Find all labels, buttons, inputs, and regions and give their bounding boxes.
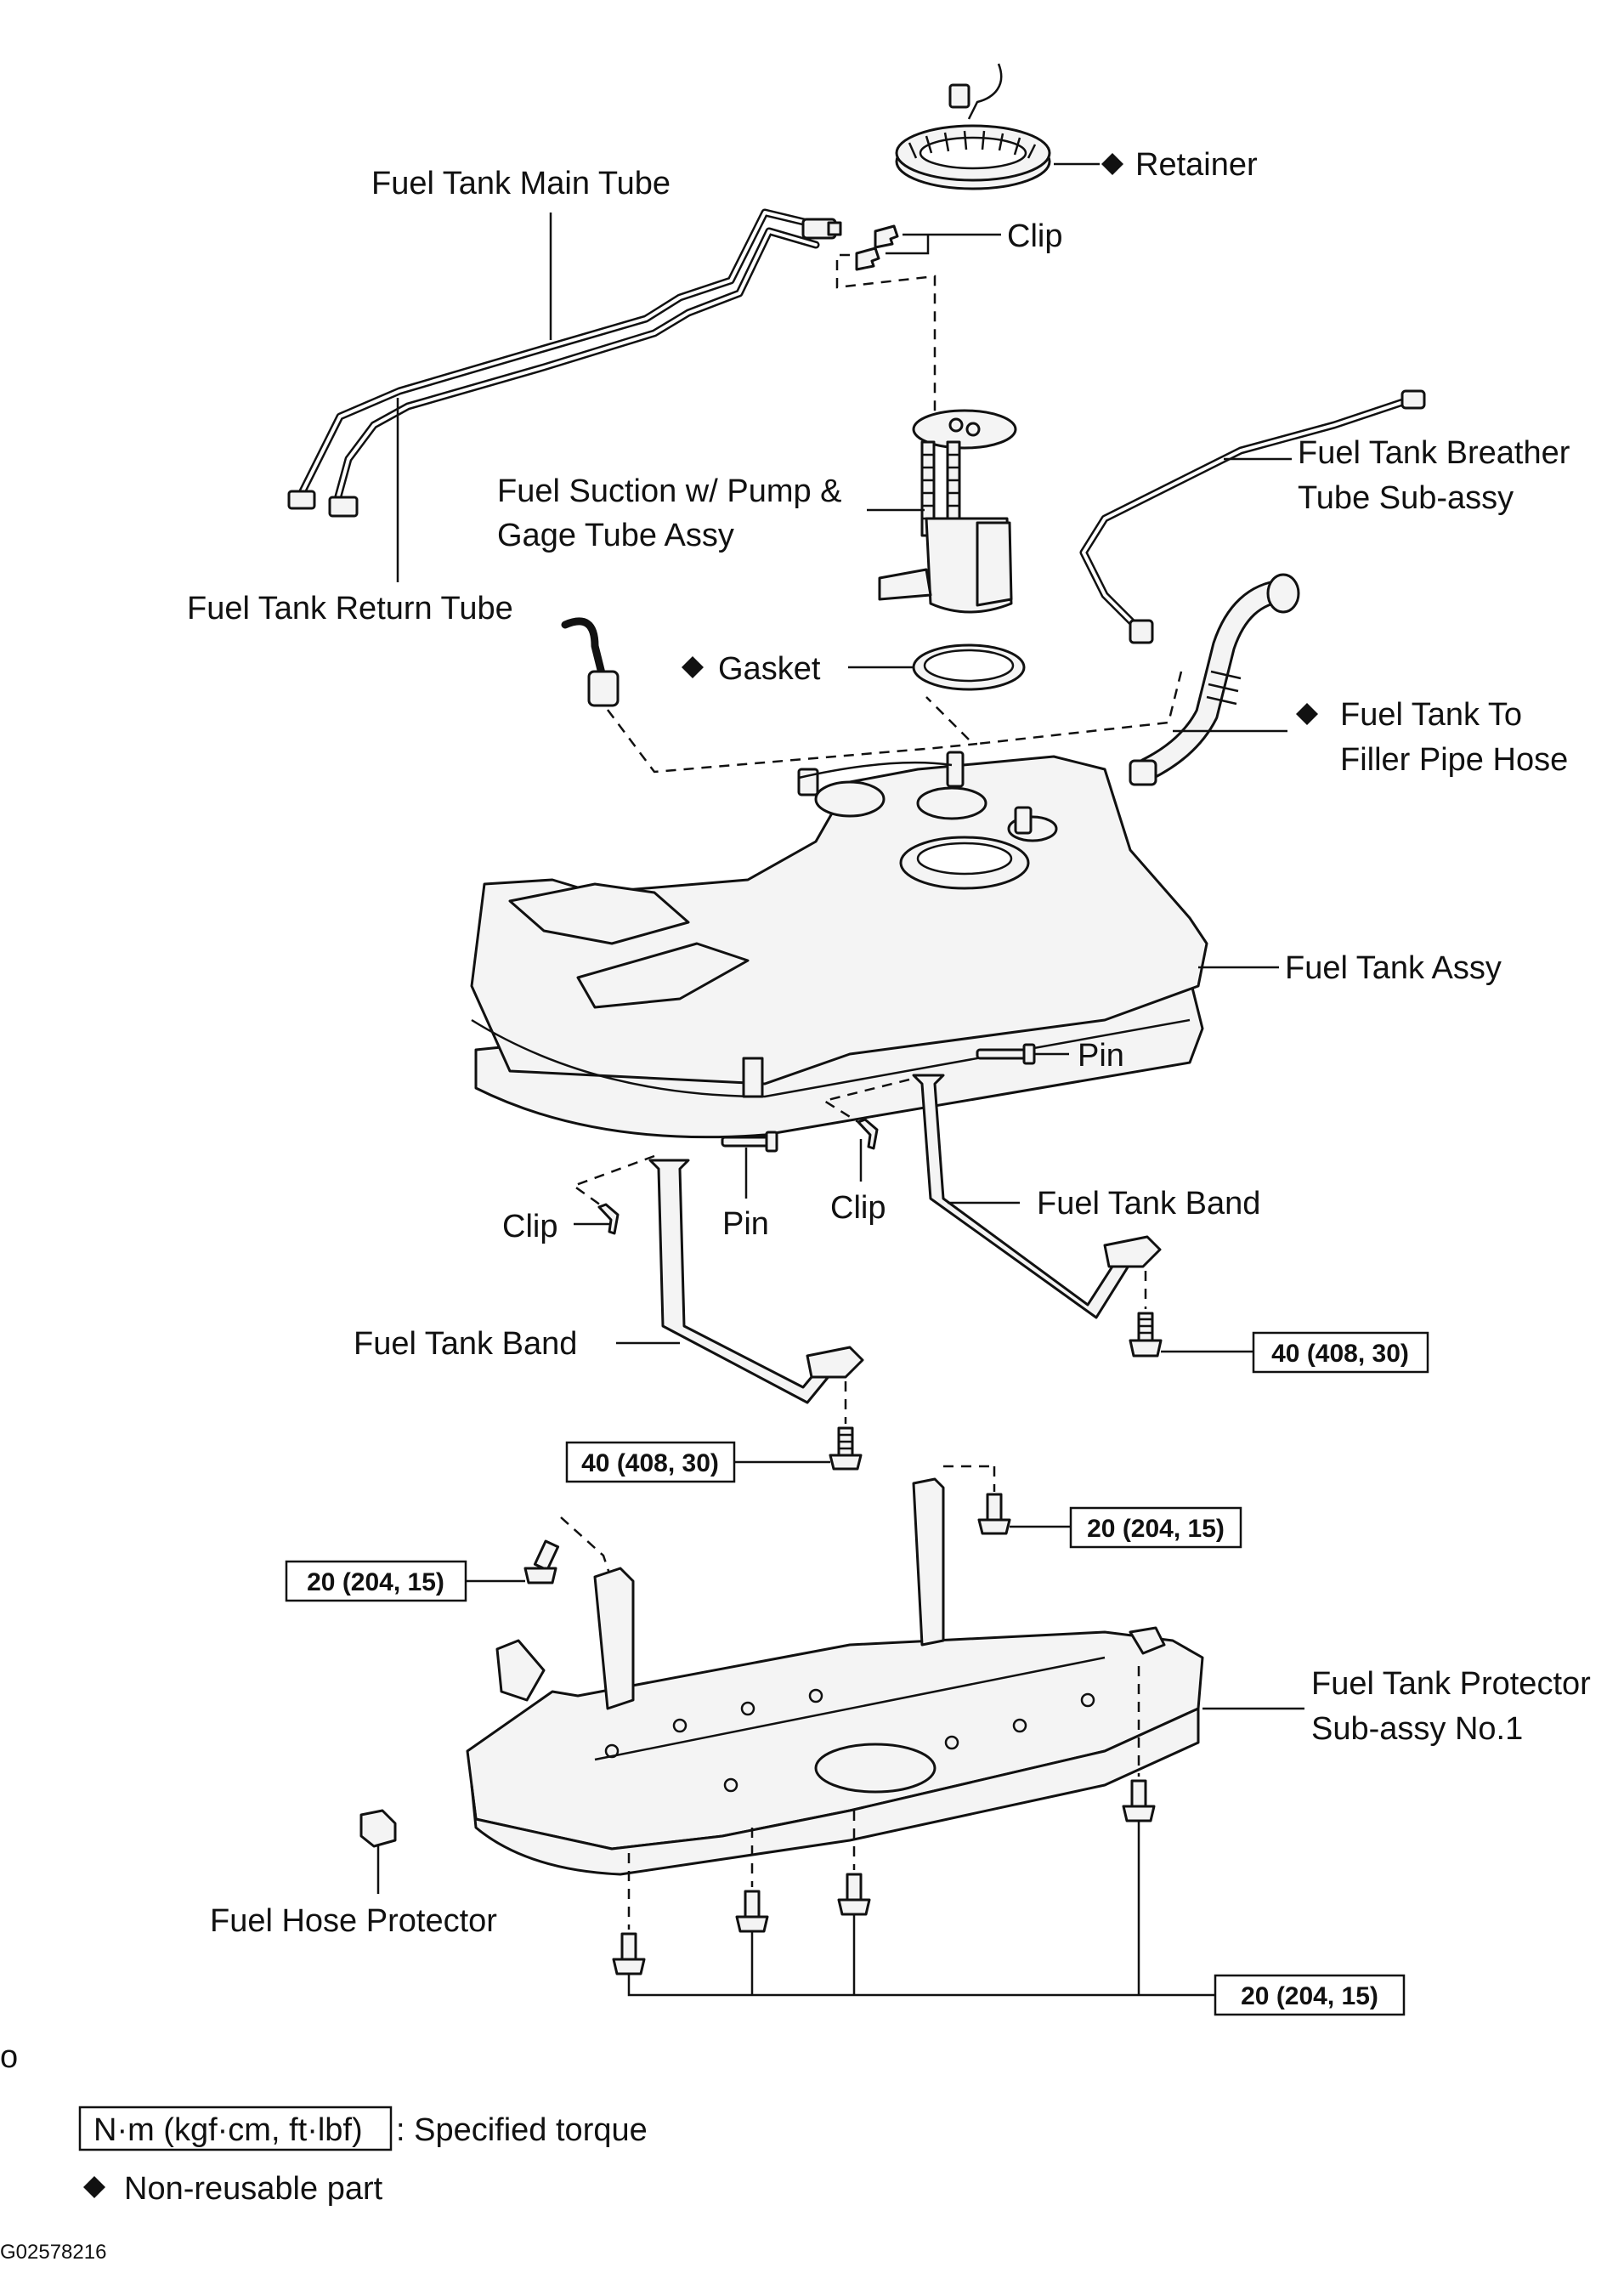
fuel-tank-protector-part (466, 1477, 1204, 1876)
fuel-tank-band-right-part (912, 1074, 1162, 1319)
nonreusable-mark-retainer (1101, 153, 1123, 175)
pin-right-part (976, 1043, 1036, 1065)
nonreusable-mark-gasket (682, 656, 704, 678)
label-clip-left: Clip (502, 1209, 557, 1244)
label-filler-1: Fuel Tank To (1340, 697, 1522, 733)
bolts-protector-bottom (612, 1666, 1156, 1975)
label-protector-1: Fuel Tank Protector (1311, 1666, 1591, 1702)
nonreusable-mark-filler (1296, 703, 1318, 725)
svg-text:20 (204, 15): 20 (204, 15) (307, 1568, 444, 1596)
svg-text:40 (408, 30): 40 (408, 30) (581, 1449, 719, 1477)
fuel-tank-return-tube-part (328, 227, 820, 518)
label-pin-right: Pin (1078, 1038, 1124, 1074)
legend-nonreusable-text: Non-reusable part (124, 2171, 383, 2207)
label-gasket: Gasket (718, 651, 821, 687)
fuel-hose-protector-part (359, 1809, 397, 1848)
bolt-band-right (1129, 1271, 1163, 1358)
label-breather-1: Fuel Tank Breather (1298, 435, 1570, 471)
torque-box-protector-bottom: 20 (204, 15) (1214, 1974, 1406, 2016)
fuel-tank-main-tube-part (287, 208, 842, 510)
label-band-right: Fuel Tank Band (1037, 1186, 1260, 1222)
clip-top-part (855, 224, 899, 271)
filler-pipe-hose-part (1129, 573, 1300, 786)
nonreusable-diamond-icon (83, 2176, 105, 2198)
label-main-tube: Fuel Tank Main Tube (371, 166, 671, 201)
vent-hose-part (561, 617, 620, 707)
fuel-suction-pump-part (878, 409, 1017, 614)
label-clip-mid: Clip (830, 1190, 886, 1226)
torque-box-protector-left: 20 (204, 15) (285, 1560, 467, 1602)
label-breather-2: Tube Sub-assy (1298, 480, 1514, 516)
svg-text:20 (204, 15): 20 (204, 15) (1087, 1515, 1225, 1543)
svg-text:40 (408, 30): 40 (408, 30) (1271, 1340, 1409, 1368)
label-protector-2: Sub-assy No.1 (1311, 1711, 1523, 1747)
clip-mid-part (857, 1118, 879, 1150)
label-band-left: Fuel Tank Band (354, 1326, 577, 1362)
bolt-band-left (829, 1381, 863, 1471)
retainer-part (895, 63, 1051, 190)
bolt-protector-right (943, 1465, 1011, 1535)
torque-box-band-left: 40 (408, 30) (565, 1441, 736, 1483)
label-pin-left: Pin (722, 1206, 769, 1242)
legend-torque-text: : Specified torque (396, 2112, 648, 2148)
label-clip-top: Clip (1007, 218, 1062, 254)
fuel-tank-band-left-part (648, 1159, 864, 1404)
clip-left-part (597, 1203, 620, 1235)
stray-mark: o (0, 2039, 18, 2075)
label-suction-2: Gage Tube Assy (497, 518, 734, 553)
gasket-part (912, 643, 1026, 691)
figure-code: G02578216 (0, 2241, 106, 2264)
label-suction-1: Fuel Suction w/ Pump & (497, 473, 842, 509)
legend-torque-unit: N·m (kgf·cm, ft·lbf) (93, 2112, 363, 2148)
label-hose-protector: Fuel Hose Protector (210, 1903, 497, 1939)
label-return-tube: Fuel Tank Return Tube (187, 591, 513, 626)
svg-text:20 (204, 15): 20 (204, 15) (1241, 1982, 1378, 2010)
pin-left-part (721, 1131, 778, 1153)
label-filler-2: Filler Pipe Hose (1340, 742, 1568, 778)
torque-box-protector-right: 20 (204, 15) (1069, 1506, 1242, 1549)
legend-nonreusable: Non-reusable part (83, 2171, 383, 2207)
label-retainer: Retainer (1135, 147, 1258, 183)
breather-tube-part (1079, 389, 1426, 644)
torque-box-band-right: 40 (408, 30) (1252, 1331, 1429, 1374)
label-tank-assy: Fuel Tank Assy (1285, 950, 1502, 986)
fuel-tank-assy-part (470, 751, 1208, 1139)
legend-torque: N·m (kgf·cm, ft·lbf) : Specified torque (78, 2106, 648, 2151)
bolt-protector-left (523, 1516, 614, 1584)
